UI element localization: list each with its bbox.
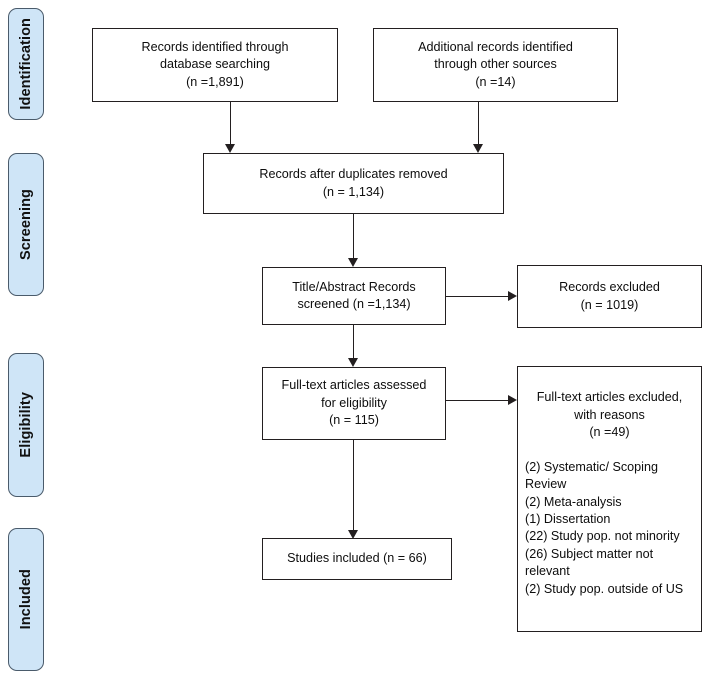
stage-screening-label: Screening bbox=[18, 188, 34, 260]
arrowhead-other-sources-to-duplicates bbox=[473, 144, 483, 153]
box-records-after-duplicates-removed: Records after duplicates removed (n = 1,… bbox=[203, 153, 504, 214]
box-fulltext-assessed: Full-text articles assessed for eligibil… bbox=[262, 367, 446, 440]
box-studies-included-text: Studies included (n = 66) bbox=[287, 551, 427, 566]
box-records-excluded-text: Records excluded (n = 1019) bbox=[559, 280, 660, 312]
box-fulltext-excluded-heading: Full-text articles excluded, with reason… bbox=[536, 390, 683, 440]
stage-identification-label: Identification bbox=[18, 18, 34, 110]
arrowhead-screened-to-fulltext bbox=[348, 358, 358, 367]
box-records-identified-database: Records identified through database sear… bbox=[92, 28, 338, 102]
connector-database-to-duplicates bbox=[230, 102, 231, 144]
box-fulltext-excluded-reasons-list: (2) Systematic/ Scoping Review (2) Meta-… bbox=[525, 459, 684, 596]
connector-fulltext-to-studies-included bbox=[353, 440, 354, 530]
stage-eligibility: Eligibility bbox=[8, 353, 44, 497]
box-additional-records-other-sources: Additional records identified through ot… bbox=[373, 28, 618, 102]
connector-screened-to-records-excluded bbox=[446, 296, 508, 297]
box-records-identified-database-text: Records identified through database sear… bbox=[141, 39, 289, 89]
stage-included-label: Included bbox=[18, 569, 34, 630]
stage-identification: Identification bbox=[8, 8, 44, 120]
stage-eligibility-label: Eligibility bbox=[18, 392, 34, 458]
box-fulltext-excluded-with-reasons: Full-text articles excluded, with reason… bbox=[517, 366, 702, 632]
connector-duplicates-to-screened bbox=[353, 214, 354, 258]
box-title-abstract-screened: Title/Abstract Records screened (n =1,13… bbox=[262, 267, 446, 325]
connector-fulltext-to-excluded-reasons bbox=[446, 400, 508, 401]
box-additional-records-other-sources-text: Additional records identified through ot… bbox=[418, 39, 573, 89]
connector-screened-to-fulltext bbox=[353, 325, 354, 358]
box-title-abstract-screened-text: Title/Abstract Records screened (n =1,13… bbox=[292, 279, 416, 311]
arrowhead-screened-to-records-excluded bbox=[508, 291, 517, 301]
arrowhead-duplicates-to-screened bbox=[348, 258, 358, 267]
arrowhead-database-to-duplicates bbox=[225, 144, 235, 153]
arrowhead-fulltext-to-studies-included bbox=[348, 530, 358, 539]
arrowhead-fulltext-to-excluded-reasons bbox=[508, 395, 517, 405]
connector-other-sources-to-duplicates bbox=[478, 102, 479, 144]
box-fulltext-assessed-text: Full-text articles assessed for eligibil… bbox=[281, 378, 427, 428]
box-studies-included: Studies included (n = 66) bbox=[262, 538, 452, 580]
stage-included: Included bbox=[8, 528, 44, 671]
box-records-excluded: Records excluded (n = 1019) bbox=[517, 265, 702, 328]
stage-screening: Screening bbox=[8, 153, 44, 296]
box-records-after-duplicates-removed-text: Records after duplicates removed (n = 1,… bbox=[259, 167, 448, 199]
box-fulltext-excluded-body: Full-text articles excluded, with reason… bbox=[518, 367, 701, 615]
